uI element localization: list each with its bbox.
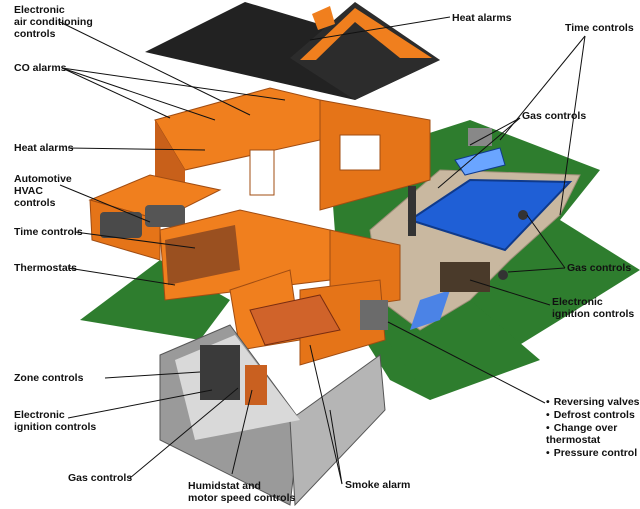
fire-pit <box>440 262 490 292</box>
torch-2 <box>498 270 508 280</box>
torch-1 <box>518 210 528 220</box>
label-electronic-ignition-right: Electronic ignition controls <box>552 296 634 320</box>
label-electronic-ignition-left: Electronic ignition controls <box>14 409 96 433</box>
label-time-controls-left: Time controls <box>14 226 83 238</box>
upper-floor-back-wall <box>155 88 320 170</box>
label-heat-alarms-left: Heat alarms <box>14 142 74 154</box>
outdoor-unit <box>360 300 388 330</box>
water-heater <box>245 365 267 405</box>
label-defrost-controls: Defrost controls <box>546 409 635 421</box>
label-reversing-valves: Reversing valves <box>546 396 640 408</box>
label-gas-controls-bottom: Gas controls <box>68 472 132 484</box>
label-co-alarms: CO alarms <box>14 62 67 74</box>
label-zone-controls: Zone controls <box>14 372 83 384</box>
label-gas-controls-upper: Gas controls <box>522 110 586 122</box>
upper-window <box>340 135 380 170</box>
label-time-controls-right: Time controls <box>565 22 634 34</box>
car-2 <box>145 205 185 227</box>
ac-unit <box>468 128 492 146</box>
label-automotive-hvac: Automotive HVAC controls <box>14 173 72 209</box>
label-heat-alarms-top: Heat alarms <box>452 12 512 24</box>
label-pressure-control: Pressure control <box>546 447 637 459</box>
patio-heater <box>408 186 416 236</box>
label-humidstat-motor-speed: Humidstat and motor speed controls <box>188 480 295 504</box>
label-gas-controls-right: Gas controls <box>567 262 631 274</box>
label-thermostats: Thermostats <box>14 262 77 274</box>
label-electronic-ac-controls: Electronic air conditioning controls <box>14 4 93 40</box>
label-change-over-thermostat: Change over thermostat <box>546 422 617 446</box>
label-smoke-alarm: Smoke alarm <box>345 479 410 491</box>
upper-door <box>250 150 274 195</box>
